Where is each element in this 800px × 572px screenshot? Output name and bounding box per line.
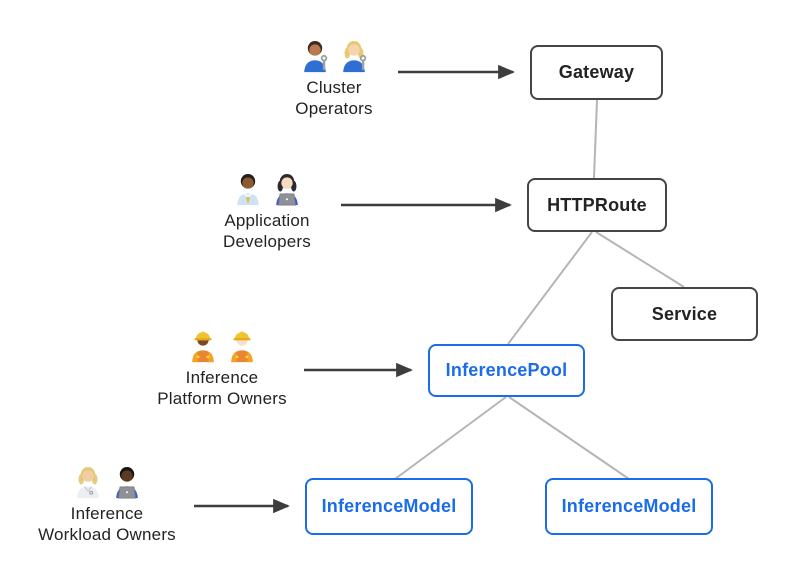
persona-label-application-developers: Application Developers [223,211,311,251]
node-inferencemodel-right: InferenceModel [545,478,713,535]
node-httproute: HTTPRoute [527,178,667,232]
woman-technologist-icon [269,169,305,207]
man-technologist-icon [109,462,145,500]
edge-inferencepool-inferencemodel-right [508,396,630,480]
node-inferencemodel-right-label: InferenceModel [561,496,697,516]
woman-construction-worker-icon [185,326,221,364]
node-service: Service [611,287,758,341]
edge-httproute-inferencepool [507,231,593,345]
persona-application-developers: Application Developers [187,169,347,252]
node-inferencepool-label: InferencePool [445,360,568,380]
edge-inferencepool-inferencemodel-left [394,396,507,480]
edge-gateway-httproute [593,99,598,179]
node-inferencemodel-left-label: InferenceModel [321,496,457,516]
persona-icons [70,462,145,500]
persona-icons [297,36,372,74]
node-inferencepool: InferencePool [428,344,585,397]
node-gateway: Gateway [530,45,663,100]
man-construction-worker-icon [224,326,260,364]
edge-httproute-service [595,231,685,288]
persona-label-cluster-operators: Cluster Operators [295,78,373,118]
woman-mechanic-icon [336,36,372,74]
persona-label-inference-platform-owners: Inference Platform Owners [157,368,287,408]
persona-inference-platform-owners: Inference Platform Owners [142,326,302,409]
persona-cluster-operators: Cluster Operators [254,36,414,119]
node-gateway-label: Gateway [558,62,635,82]
node-httproute-label: HTTPRoute [547,194,647,215]
node-inferencemodel-left: InferenceModel [305,478,473,535]
persona-icons [230,169,305,207]
persona-label-inference-workload-owners: Inference Workload Owners [38,504,176,544]
man-office-worker-icon [230,169,266,207]
persona-icons [185,326,260,364]
node-service-label: Service [651,303,718,324]
persona-inference-workload-owners: Inference Workload Owners [27,462,187,545]
man-mechanic-icon [297,36,333,74]
health-worker-icon [70,462,106,500]
